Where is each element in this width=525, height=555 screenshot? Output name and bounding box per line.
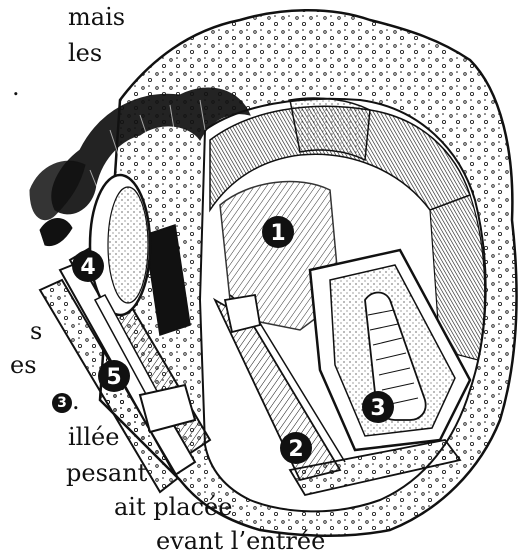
marker-5: 5 [98,360,130,392]
marker-3: 3 [362,391,394,423]
svg-text:5: 5 [106,365,121,390]
tomb-cutaway-illustration: 1 2 3 4 5 [0,0,525,541]
rock-arch [290,98,370,160]
svg-text:4: 4 [80,255,95,280]
rolling-stone-face [108,187,148,303]
marker-2: 2 [280,432,312,464]
marker-4: 4 [72,250,104,282]
marker-1: 1 [262,216,294,248]
svg-text:3: 3 [370,396,385,421]
svg-text:1: 1 [270,221,285,246]
step-block [225,295,260,332]
svg-text:2: 2 [288,437,303,462]
